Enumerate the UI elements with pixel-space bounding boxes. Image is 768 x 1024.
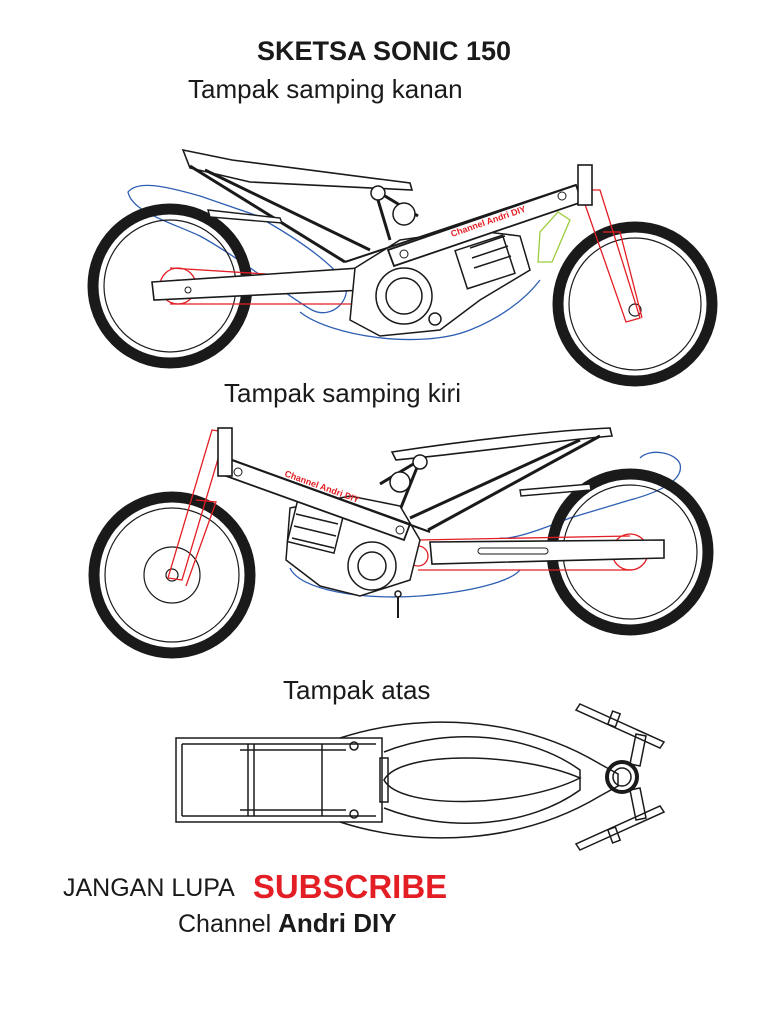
view-label-left-side: Tampak samping kiri <box>224 378 461 408</box>
front-wheel <box>552 221 718 387</box>
exhaust-outline <box>499 451 681 539</box>
footer-subscribe-line: JANGAN LUPA SUBSCRIBE <box>63 866 448 905</box>
swing-arm <box>429 539 665 565</box>
carburetor <box>537 211 571 263</box>
crankcase-outline <box>289 567 521 598</box>
frame-top-view <box>175 703 666 851</box>
rear-shock <box>519 483 592 497</box>
view-label-right-side: Tampak samping kanan <box>188 74 463 104</box>
rear-shock <box>207 209 284 224</box>
right-side-sketch: Channel Andri DIY <box>87 148 718 387</box>
left-side-sketch: Channel Andri DIY <box>88 427 714 659</box>
crankcase-outline <box>299 279 541 341</box>
channel-name: Andri DIY <box>278 908 397 938</box>
drive-chain <box>417 535 632 571</box>
view-label-top: Tampak atas <box>283 675 431 705</box>
seat <box>181 148 414 191</box>
footer-prefix: JANGAN LUPA <box>63 874 235 902</box>
seat <box>390 427 614 461</box>
page-title: SKETSA SONIC 150 <box>256 36 512 66</box>
footer-channel-line: Channel Andri DIY <box>178 908 397 939</box>
top-view-sketch <box>175 703 666 851</box>
subscribe-text: SUBSCRIBE <box>252 868 448 905</box>
channel-prefix: Channel <box>178 910 272 938</box>
front-fork <box>579 189 641 323</box>
exhaust-outline <box>127 184 348 314</box>
front-wheel <box>88 491 256 659</box>
